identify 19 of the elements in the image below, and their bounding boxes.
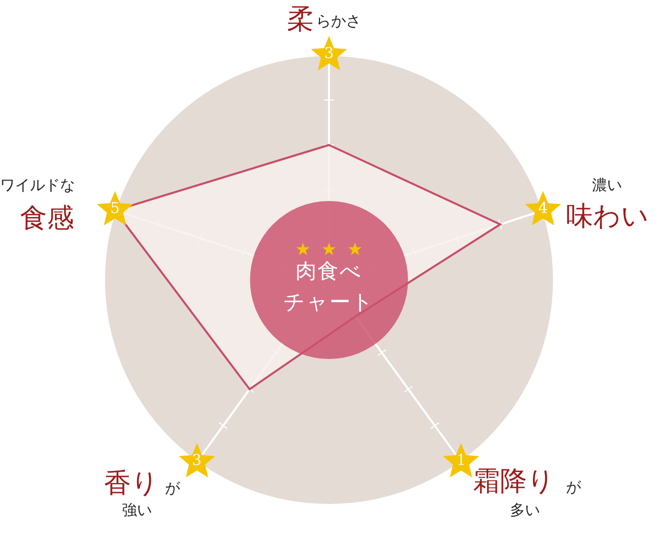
axis-label: らかさ bbox=[316, 14, 361, 29]
axis-label: 濃い bbox=[592, 178, 622, 193]
axis-label: ワイルドな bbox=[0, 178, 75, 193]
axis-label: 香り bbox=[104, 470, 159, 497]
axis-label: が bbox=[165, 481, 180, 496]
axis-label: が bbox=[566, 480, 581, 495]
axis-label: 強い bbox=[122, 503, 152, 518]
axis-label: 食感 bbox=[20, 205, 74, 232]
score-value: 3 bbox=[323, 46, 335, 61]
score-value: 4 bbox=[537, 201, 549, 216]
chart-title: 肉食べ bbox=[296, 258, 362, 284]
score-value: 5 bbox=[109, 201, 121, 216]
score-value: 1 bbox=[455, 453, 468, 468]
chart-title: チャート bbox=[284, 289, 374, 316]
axis-label: 味わい bbox=[566, 203, 649, 230]
axis-label: 柔 bbox=[287, 6, 314, 33]
axis-label: 霜降り bbox=[473, 468, 555, 495]
score-value: 3 bbox=[190, 453, 202, 468]
axis-label: 多い bbox=[510, 503, 540, 518]
